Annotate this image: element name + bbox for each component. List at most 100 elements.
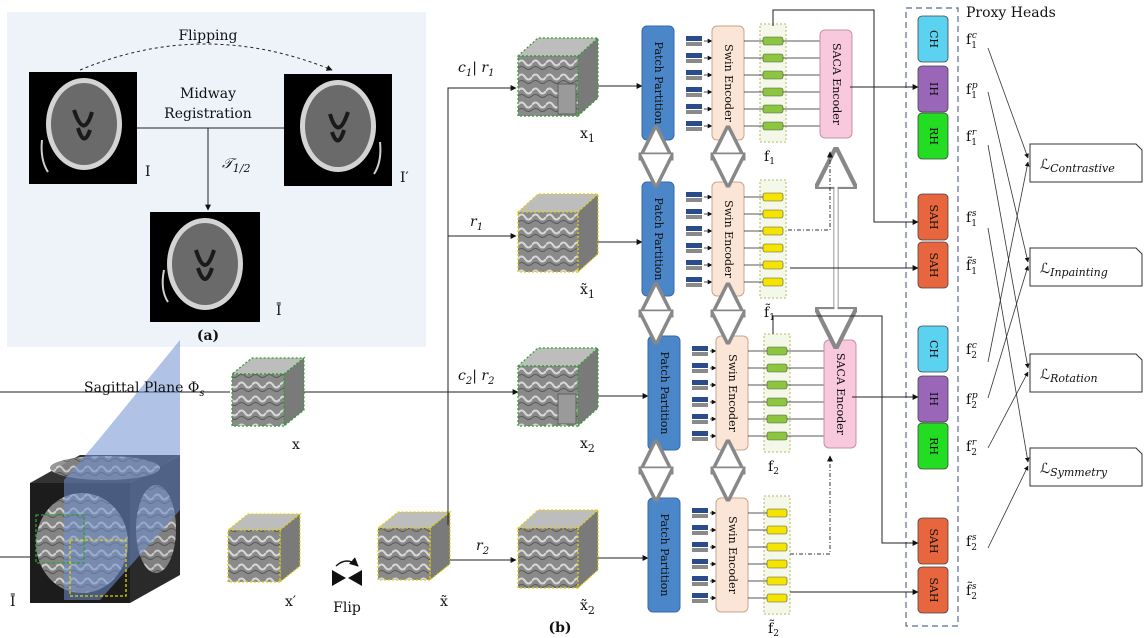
token-gray — [692, 403, 708, 407]
feature-token — [762, 277, 784, 287]
token-blue — [692, 593, 708, 598]
feature-token — [766, 559, 788, 569]
feature-token — [766, 397, 788, 407]
token-blue — [692, 346, 708, 351]
proxy-heads-frame — [905, 7, 959, 627]
loss-box — [1029, 247, 1143, 287]
cube-mask — [557, 393, 577, 425]
loss-label: ℒInpainting — [1040, 261, 1108, 279]
token-gray — [686, 232, 702, 236]
feature-token — [762, 87, 784, 97]
feature-token — [762, 36, 784, 46]
head-ch: CH f1c — [917, 15, 977, 63]
feature-token — [766, 525, 788, 535]
feature-token — [762, 121, 784, 131]
head-output-label: f2r — [966, 438, 977, 458]
token-gray — [686, 59, 702, 63]
loss-label: ℒRotation — [1040, 367, 1098, 385]
xt2-to-saca2 — [790, 455, 833, 555]
label-xt2: x̃2 — [580, 598, 595, 617]
branch-label-r1: r1 — [470, 214, 483, 233]
ct-image-Iprime — [284, 74, 392, 186]
caption-a: (a) — [197, 328, 219, 344]
feature-token — [766, 542, 788, 552]
token-blue — [692, 380, 708, 385]
token-gray — [686, 249, 702, 253]
loss-boxes: ℒContrastiveℒInpaintingℒRotationℒSymmetr… — [1029, 143, 1143, 487]
token-blue — [692, 414, 708, 419]
token-gray — [686, 127, 702, 131]
label-xt1: x̃1 — [580, 282, 595, 301]
token-blue — [686, 260, 702, 265]
saca-head-links — [772, 9, 919, 595]
token-blue — [692, 559, 708, 564]
feature-token — [766, 414, 788, 424]
label-x2: x2 — [580, 436, 595, 455]
token-blue — [692, 542, 708, 547]
feature-token — [762, 209, 784, 219]
token-gray — [686, 198, 702, 202]
patch-partition-label: Patch Partition — [658, 352, 671, 435]
label-xprime: x′ — [285, 594, 296, 610]
patch-partition-label: Patch Partition — [658, 514, 671, 597]
token-blue — [692, 363, 708, 368]
cube-xt2 — [517, 527, 579, 589]
volume-Ibar — [30, 340, 180, 603]
feature-label: f2 — [768, 459, 779, 477]
saca-encoder-label: SACA Encoder — [830, 43, 843, 126]
head-label: SAH — [927, 577, 940, 602]
token-gray — [686, 215, 702, 219]
head-box — [917, 15, 949, 63]
head-output-label: f̃1s — [966, 256, 977, 277]
token-gray — [692, 531, 708, 535]
head-output-label: f2c — [966, 341, 977, 361]
loss-box — [1029, 447, 1143, 487]
row-links — [656, 143, 836, 484]
token-blue — [686, 104, 702, 109]
loss-symmetry: ℒSymmetry — [1029, 447, 1143, 487]
feature-token — [762, 243, 784, 253]
feature-token — [766, 593, 788, 603]
branch-to-x1 — [447, 85, 517, 525]
xt1-to-saca1 — [788, 151, 833, 231]
token-gray — [692, 369, 708, 373]
cube-x — [230, 356, 306, 428]
token-blue — [686, 53, 702, 58]
loss-connectors — [987, 47, 1030, 549]
token-gray — [692, 437, 708, 441]
token-gray — [692, 548, 708, 552]
branch-label-c2r2: c2| r2 — [458, 368, 494, 387]
head-sah: SAH f2s — [917, 517, 977, 565]
head-label: SAH — [927, 528, 940, 553]
token-blue — [686, 36, 702, 41]
feature-token — [766, 346, 788, 356]
cube-mask — [557, 83, 577, 115]
feature-label: f1 — [764, 149, 775, 167]
swin-encoder-label: Swin Encoder — [726, 516, 739, 594]
head-output-label: f2s — [966, 533, 977, 553]
token-blue — [686, 209, 702, 214]
head-box — [917, 422, 949, 470]
loss-box — [1029, 143, 1143, 183]
token-blue — [692, 397, 708, 402]
label-Ibar-b: Ī — [10, 592, 16, 610]
token-gray — [692, 352, 708, 356]
token-blue — [692, 525, 708, 530]
loss-label: ℒContrastive — [1040, 157, 1115, 175]
head-label: CH — [927, 30, 940, 48]
loss-label: ℒSymmetry — [1040, 461, 1108, 479]
swin-encoder-label: Swin Encoder — [722, 200, 735, 278]
head-output-label: f1c — [966, 31, 977, 51]
token-gray — [686, 283, 702, 287]
branch-label-r2: r2 — [476, 538, 489, 557]
